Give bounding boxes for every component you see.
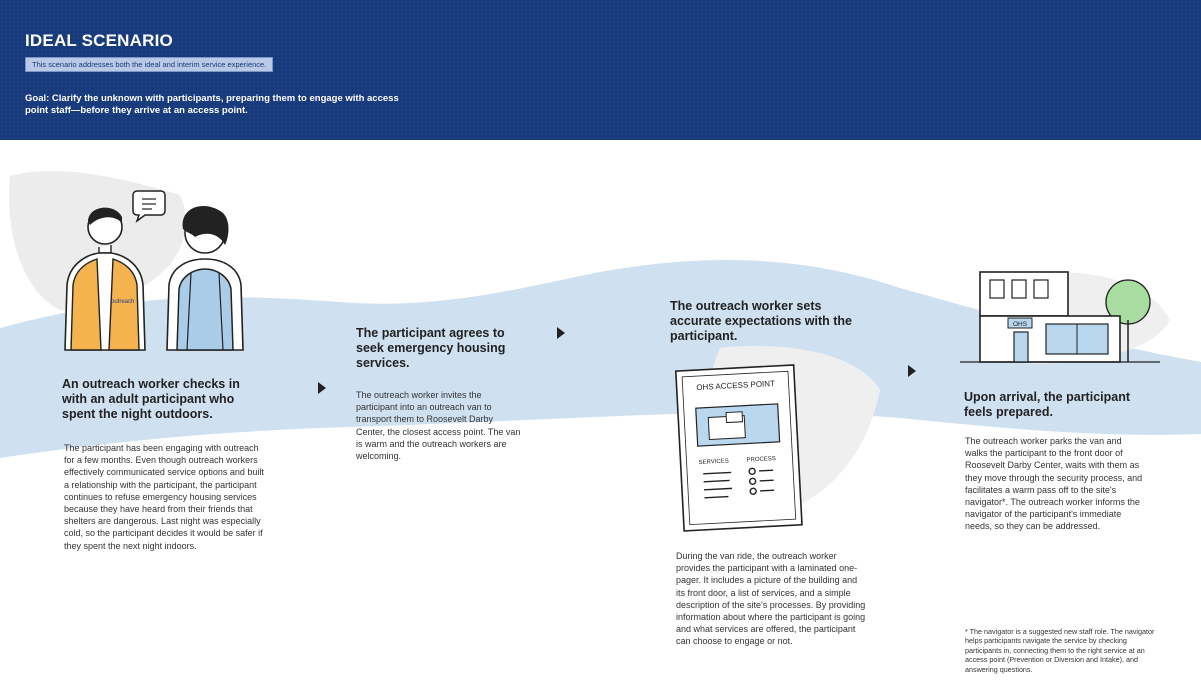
step-1-body: The participant has been engaging with o… (64, 443, 264, 551)
one-pager-illustration: OHS ACCESS POINT SERVICES PROCESS (674, 364, 803, 532)
outreach-worker-illustration: outreach (64, 190, 244, 351)
step-3-title: The outreach worker sets accurate expect… (670, 299, 853, 343)
scenario-note: This scenario addresses both the ideal a… (25, 57, 274, 72)
outreach-worker-figure: outreach (64, 207, 146, 351)
sheet-title: OHS ACCESS POINT (696, 379, 775, 392)
header-banner: IDEAL SCENARIO This scenario addresses b… (0, 0, 1201, 140)
step-3-body: During the van ride, the outreach worker… (676, 551, 866, 647)
tree-icon (1105, 279, 1151, 362)
arrow-2-icon (557, 327, 565, 339)
building-illustration: OHS (960, 271, 1160, 363)
speech-bubble-icon (132, 190, 166, 224)
sheet-services-label: SERVICES (698, 459, 729, 467)
step-2-body: The outreach worker invites the particip… (356, 390, 521, 462)
step-1-title: An outreach worker checks in with an adu… (62, 377, 240, 421)
building-sign: OHS (1013, 321, 1028, 328)
goal-text: Goal: Clarify the unknown with participa… (25, 93, 399, 116)
arrow-3-icon (908, 365, 916, 377)
step-2-title: The participant agrees to seek emergency… (356, 326, 506, 370)
step-4-body: The outreach worker parks the van and wa… (965, 436, 1143, 532)
footnote: * The navigator is a suggested new staff… (965, 627, 1155, 674)
vest-label: outreach (111, 299, 134, 305)
arrow-1-icon (318, 382, 326, 394)
step-4-title: Upon arrival, the participant feels prep… (964, 390, 1131, 419)
participant-figure (166, 206, 244, 351)
sheet-process-label: PROCESS (746, 456, 776, 464)
page-title: IDEAL SCENARIO (25, 31, 173, 50)
